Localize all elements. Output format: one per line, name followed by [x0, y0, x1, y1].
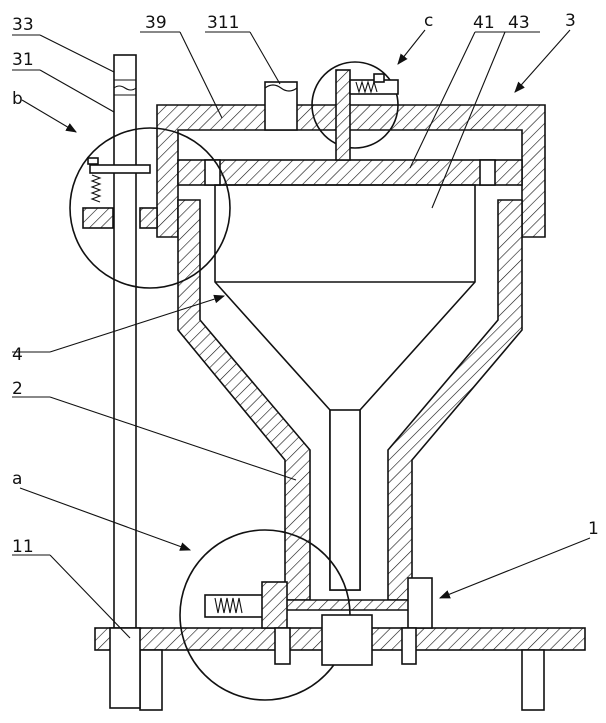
label-2: 2 — [12, 379, 23, 399]
detail-b-latch — [70, 128, 230, 288]
label-11: 11 — [12, 537, 34, 557]
label-39: 39 — [145, 13, 167, 33]
label-3: 3 — [565, 11, 576, 31]
label-41: 41 — [473, 13, 495, 33]
label-31: 31 — [12, 50, 34, 70]
label-4: 4 — [12, 345, 23, 365]
inlet-pipe — [265, 82, 297, 130]
label-1: 1 — [588, 519, 599, 539]
label-33: 33 — [12, 15, 34, 35]
label-43: 43 — [508, 13, 530, 33]
label-311: 311 — [207, 13, 239, 33]
inner-plate — [178, 160, 522, 185]
label-b: b — [12, 89, 23, 109]
label-c: c — [424, 11, 433, 31]
vertical-rod — [110, 55, 140, 708]
label-a: a — [12, 469, 22, 489]
